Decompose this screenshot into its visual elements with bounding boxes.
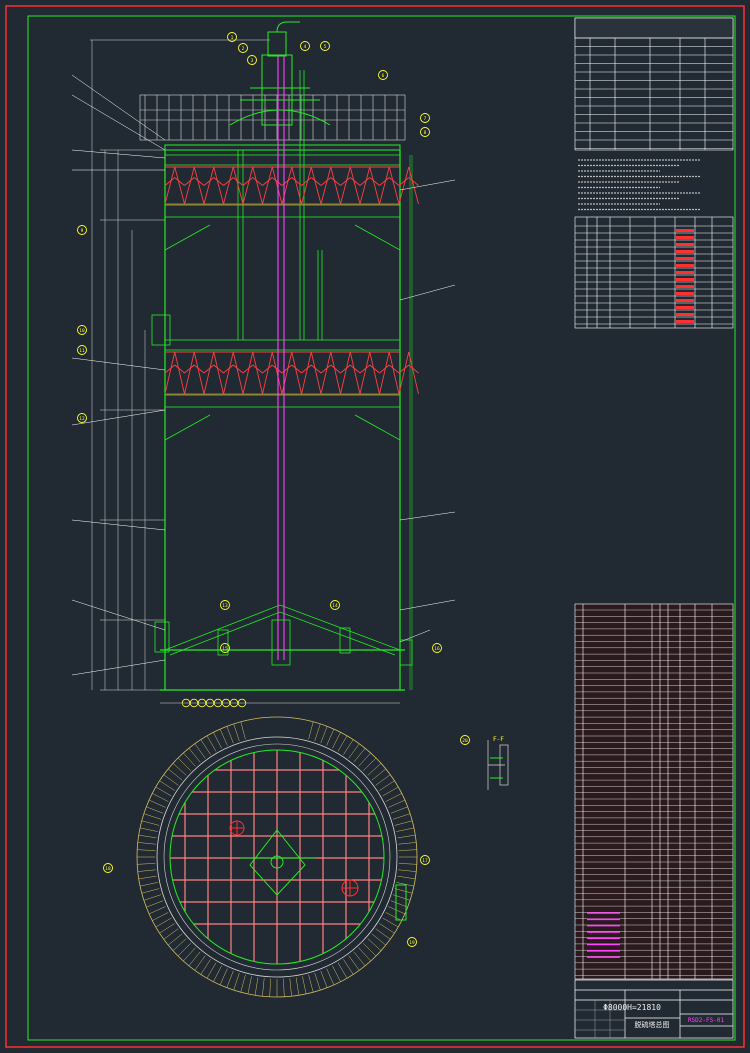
upper-packing-truss xyxy=(164,166,419,205)
part-balloon xyxy=(227,32,237,42)
part-balloon-number: 4 xyxy=(304,44,307,50)
part-balloon xyxy=(220,643,230,653)
part-balloon xyxy=(77,225,87,235)
part-balloon xyxy=(77,413,87,423)
part-balloon-number: 10 xyxy=(79,328,85,334)
parts-list-table xyxy=(574,603,734,980)
plan-view xyxy=(136,716,418,998)
part-balloon xyxy=(420,855,430,865)
part-balloon-number: 1 xyxy=(231,35,234,41)
part-balloon xyxy=(330,600,340,610)
part-balloon xyxy=(320,41,330,51)
part-balloon-number: 9 xyxy=(81,228,84,234)
part-balloon-number: 8 xyxy=(424,130,427,136)
part-balloon-number: 11 xyxy=(79,348,85,354)
lower-packing-truss xyxy=(164,351,419,395)
part-balloon-number: 16 xyxy=(434,646,440,652)
part-balloon xyxy=(420,127,430,137)
part-balloon xyxy=(378,70,388,80)
technical-notes xyxy=(578,159,700,211)
part-balloon xyxy=(432,643,442,653)
vessel-elevation xyxy=(71,21,456,704)
part-balloon-number: 14 xyxy=(332,603,338,609)
part-balloon-number: 3 xyxy=(251,58,254,64)
section-ff-detail: F-F xyxy=(487,736,509,790)
part-balloon-number: 20 xyxy=(462,738,468,744)
drawing-subtitle: 脱硫塔总图 xyxy=(635,1020,670,1029)
part-balloon-number: 6 xyxy=(382,73,385,79)
drawing-number: RSD2-FS-01 xyxy=(688,1017,725,1024)
part-balloon xyxy=(247,55,257,65)
part-balloon-number: 7 xyxy=(424,116,427,122)
part-balloon xyxy=(220,600,230,610)
center-pipe xyxy=(277,55,285,660)
nozzle-table xyxy=(574,216,734,329)
part-balloon-number: 17 xyxy=(422,858,428,864)
part-balloon-number: 19 xyxy=(409,940,415,946)
part-balloon xyxy=(420,113,430,123)
part-balloon xyxy=(238,43,248,53)
inner-frame xyxy=(27,15,736,1041)
part-balloon-number: 13 xyxy=(222,603,228,609)
part-balloon-number: 2 xyxy=(242,46,245,52)
outer-frame xyxy=(5,5,745,1048)
part-balloon xyxy=(77,325,87,335)
part-balloon xyxy=(300,41,310,51)
part-balloon-number: 15 xyxy=(222,646,228,652)
part-balloon xyxy=(460,735,470,745)
part-balloon xyxy=(103,863,113,873)
part-balloon-number: 12 xyxy=(79,416,85,422)
part-balloon-number: 5 xyxy=(324,44,327,50)
drawing-title: Φ8000H=21810 xyxy=(603,1003,661,1012)
part-balloon xyxy=(77,345,87,355)
design-spec-table xyxy=(574,17,734,151)
title-block xyxy=(574,979,734,1039)
part-balloon-number: 18 xyxy=(105,866,111,872)
section-ff-label: F-F xyxy=(493,736,504,743)
part-balloon xyxy=(407,937,417,947)
